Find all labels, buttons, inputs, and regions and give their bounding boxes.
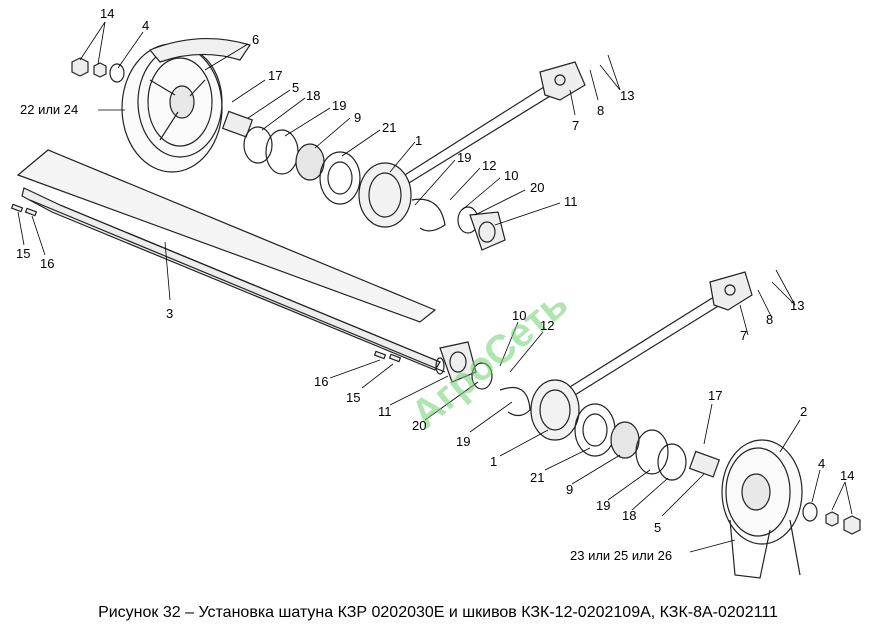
position-labels: 14 4 6 22 или 24 17 5 18 19 9 21 1 19 12… — [16, 6, 854, 563]
label-19-upper-b: 19 — [457, 150, 471, 165]
label-15-lower: 15 — [346, 390, 360, 405]
label-23-25-26: 23 или 25 или 26 — [570, 548, 672, 563]
label-20-upper: 20 — [530, 180, 544, 195]
label-8-upper: 8 — [597, 103, 604, 118]
label-7-upper: 7 — [572, 118, 579, 133]
label-21-lower: 21 — [530, 470, 544, 485]
connecting-rod-lower — [564, 271, 753, 399]
label-1-lower: 1 — [490, 454, 497, 469]
label-15-left: 15 — [16, 246, 30, 261]
label-14-lower: 14 — [840, 468, 854, 483]
label-17-upper: 17 — [268, 68, 282, 83]
label-22-or-24: 22 или 24 — [20, 102, 78, 117]
label-19-lower-a: 19 — [456, 434, 470, 449]
pulley-upper — [121, 37, 251, 173]
bearing-parts-lower — [439, 341, 721, 481]
connecting-rod-upper — [399, 61, 586, 187]
label-2: 2 — [800, 404, 807, 419]
bearing-parts-upper — [221, 110, 506, 251]
label-19-upper-a: 19 — [332, 98, 346, 113]
label-3: 3 — [166, 306, 173, 321]
label-18-upper: 18 — [306, 88, 320, 103]
label-13-upper: 13 — [620, 88, 634, 103]
label-18-lower: 18 — [622, 508, 636, 523]
label-17-lower: 17 — [708, 388, 722, 403]
label-14-upper: 14 — [100, 6, 114, 21]
label-10-upper: 10 — [504, 168, 518, 183]
label-8-lower: 8 — [766, 312, 773, 327]
label-20-lower: 20 — [412, 418, 426, 433]
label-16-left: 16 — [40, 256, 54, 271]
shaft-3 — [16, 149, 446, 375]
label-10-lower: 10 — [512, 308, 526, 323]
label-16-lower: 16 — [314, 374, 328, 389]
label-13-lower: 13 — [790, 298, 804, 313]
label-1-upper: 1 — [415, 133, 422, 148]
label-7-lower: 7 — [740, 328, 747, 343]
leader-lines — [17, 21, 853, 553]
label-6: 6 — [252, 32, 259, 47]
label-12-upper: 12 — [482, 158, 496, 173]
label-12-lower: 12 — [540, 318, 554, 333]
label-4-lower: 4 — [818, 456, 825, 471]
label-11-lower: 11 — [378, 404, 392, 419]
figure-caption: Рисунок 32 – Установка шатуна КЗР 020203… — [98, 604, 778, 621]
label-5-lower: 5 — [654, 520, 661, 535]
keys-15-16 — [10, 203, 402, 363]
label-9-lower: 9 — [566, 482, 573, 497]
label-11-upper: 11 — [564, 194, 578, 209]
nut-washer-lower — [802, 502, 861, 535]
pulley-lower — [721, 439, 803, 579]
exploded-assembly-diagram: АгроСеть 14 4 6 22 или 24 17 5 18 19 9 2… — [10, 6, 861, 579]
label-4-upper: 4 — [142, 18, 149, 33]
label-5-upper: 5 — [292, 80, 299, 95]
label-9-upper: 9 — [354, 110, 361, 125]
nut-washer-upper — [71, 57, 125, 83]
label-19-lower-b: 19 — [596, 498, 610, 513]
label-21-upper: 21 — [382, 120, 396, 135]
